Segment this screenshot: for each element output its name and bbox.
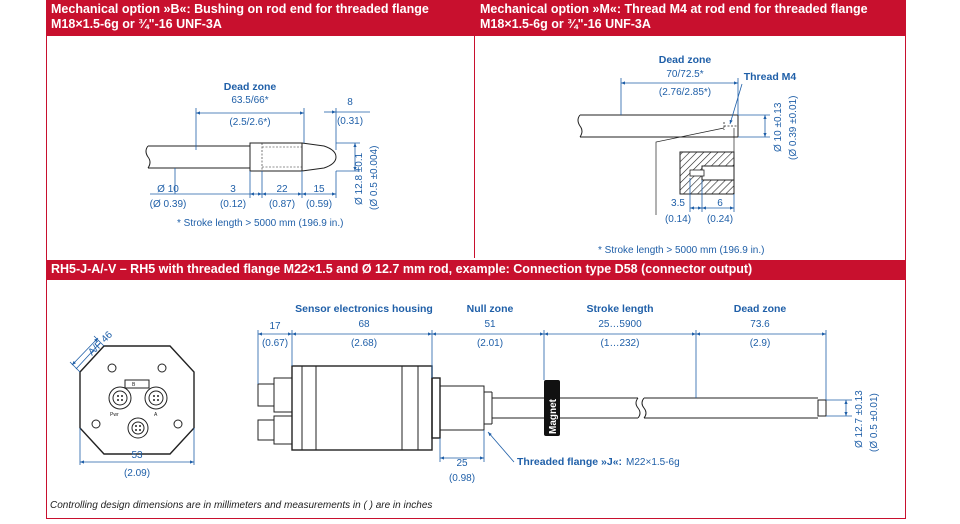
- option-b-dia-10: Ø 10: [157, 184, 179, 195]
- rh5-null-zone-label: Null zone: [467, 303, 514, 315]
- rh5-sensor-housing-label: Sensor electronics housing: [295, 303, 433, 315]
- header-option-m-line2: M18×1.5-6g or ¾"-16 UNF-3A: [480, 17, 651, 31]
- rh5-af-label: A/F 46: [86, 329, 115, 358]
- option-m-dia-10-in: (Ø 0.39 ±0.01): [788, 96, 799, 160]
- header-rh5: RH5-J-A/-V – RH5 with threaded flange M2…: [46, 260, 906, 280]
- header-option-b-line2: M18×1.5-6g or ¾"-16 UNF-3A: [51, 17, 222, 31]
- rh5-flange-value: M22×1.5-6g: [626, 457, 680, 468]
- header-option-m: Mechanical option »M«: Thread M4 at rod …: [475, 0, 906, 36]
- option-m-dim-6-in: (0.24): [707, 214, 733, 225]
- option-m-drawing: Dead zone 70/72.5* (2.76/2.85*) Thread M…: [577, 54, 799, 256]
- rh5-dim-53: 53: [131, 450, 143, 461]
- footer-note: Controlling design dimensions are in mil…: [50, 500, 433, 511]
- rh5-dim-68-in: (2.68): [351, 338, 377, 349]
- rh5-side-view: Magnet 17 (0.67) Sensor electronics hous…: [257, 303, 880, 484]
- magnet-block: [544, 380, 560, 436]
- option-m-thread-label: Thread M4: [744, 71, 797, 83]
- option-m-dim-3-5-in: (0.14): [665, 214, 691, 225]
- connector-b-label: B: [132, 382, 136, 388]
- rh5-dead-zone-label: Dead zone: [734, 303, 787, 315]
- rh5-dim-51: 51: [484, 319, 496, 330]
- option-b-dim-15-in: (0.59): [306, 199, 332, 210]
- rh5-drawing: Pwr A B A/F 46 53 (2.09): [69, 303, 880, 484]
- header-option-m-line1: Mechanical option »M«: Thread M4 at rod …: [480, 2, 868, 16]
- rh5-dia-12-7-in: (Ø 0.5 ±0.01): [869, 393, 880, 452]
- header-option-b-line1: Mechanical option »B«: Bushing on rod en…: [51, 2, 429, 16]
- header-option-b: Mechanical option »B«: Bushing on rod en…: [46, 0, 475, 36]
- header-rh5-text: RH5-J-A/-V – RH5 with threaded flange M2…: [51, 262, 753, 276]
- option-m-note: * Stroke length > 5000 mm (196.9 in.): [598, 245, 764, 256]
- rh5-flange-callout: Threaded flange »J«: M22×1.5-6g: [517, 456, 680, 468]
- rh5-dim-25-in: (0.98): [449, 473, 475, 484]
- option-b-dia-12-8: Ø 12.8 ±0.1: [354, 152, 365, 205]
- rh5-dim-17: 17: [269, 321, 281, 332]
- option-m-dia-10: Ø 10 ±0.13: [773, 102, 784, 152]
- option-b-dia-12-8-in: (Ø 0.5 ±0.004): [369, 146, 380, 210]
- option-b-note: * Stroke length > 5000 mm (196.9 in.): [177, 218, 343, 229]
- option-b-dim-3-in: (0.12): [220, 199, 246, 210]
- rh5-dim-68: 68: [358, 319, 370, 330]
- option-m-dead-zone-label: Dead zone: [659, 54, 712, 66]
- rh5-flange-label: Threaded flange »J«:: [517, 456, 622, 468]
- option-b-dead-zone-label: Dead zone: [224, 81, 277, 93]
- option-b-dim-22: 22: [276, 184, 288, 195]
- option-b-dim-3: 3: [230, 184, 236, 195]
- rh5-stroke-label: Stroke length: [586, 303, 653, 315]
- magnet-label: Magnet: [548, 398, 559, 434]
- option-b-dim-8-in: (0.31): [337, 116, 363, 127]
- rh5-dead-zone-in: (2.9): [750, 338, 771, 349]
- option-b-dim-15: 15: [313, 184, 325, 195]
- option-b-dia-10-in: (Ø 0.39): [150, 199, 187, 210]
- rh5-dead-zone-mm: 73.6: [750, 319, 770, 330]
- rh5-dim-53-in: (2.09): [124, 468, 150, 479]
- option-b-dim-8: 8: [347, 97, 353, 108]
- option-b-dead-zone-in: (2.5/2.6*): [229, 117, 270, 128]
- panel-divider: [474, 0, 475, 258]
- hex-end-view: Pwr A B A/F 46 53 (2.09): [69, 329, 195, 479]
- rh5-stroke-in: (1…232): [601, 338, 640, 349]
- option-b-dim-22-in: (0.87): [269, 199, 295, 210]
- rh5-dia-12-7: Ø 12.7 ±0.13: [854, 390, 865, 448]
- option-m-dead-zone-mm: 70/72.5*: [666, 69, 703, 80]
- option-b-drawing: Dead zone 63.5/66* (2.5/2.6*) 8 (0.31) Ø…: [145, 81, 380, 229]
- option-m-dim-3-5: 3.5: [671, 198, 685, 209]
- rh5-stroke-mm: 25…5900: [598, 319, 642, 330]
- option-m-dead-zone-in: (2.76/2.85*): [659, 87, 711, 98]
- option-b-dead-zone-mm: 63.5/66*: [231, 95, 268, 106]
- connector-a-label: A: [154, 412, 158, 418]
- option-m-dim-6: 6: [717, 198, 723, 209]
- connector-pwr-label: Pwr: [110, 412, 119, 418]
- rh5-dim-17-in: (0.67): [262, 338, 288, 349]
- rh5-dim-25: 25: [456, 458, 468, 469]
- rh5-dim-51-in: (2.01): [477, 338, 503, 349]
